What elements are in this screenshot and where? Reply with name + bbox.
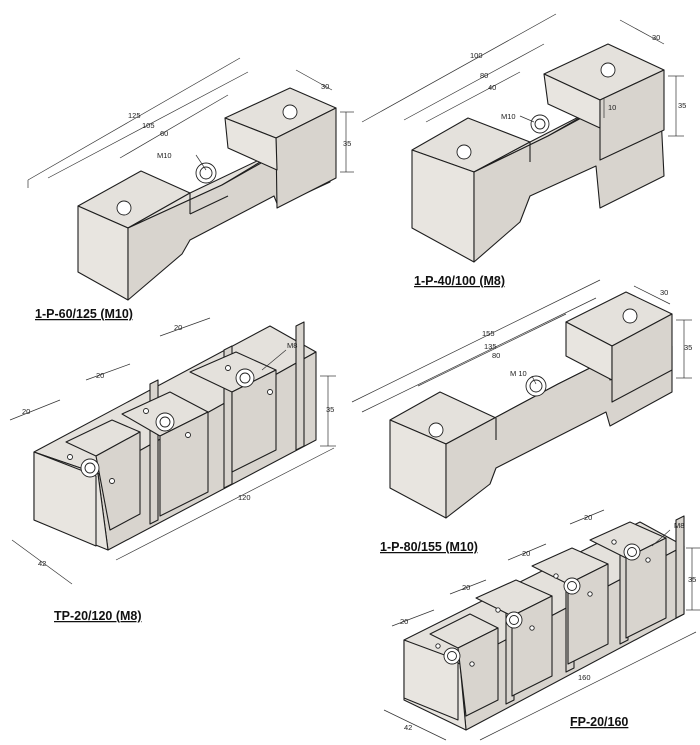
- p60-height-label: 35: [343, 139, 351, 148]
- p60-length-label: 125: [128, 111, 141, 120]
- p40-width-label: 30: [652, 33, 660, 42]
- tp-length-label: 120: [238, 493, 251, 502]
- part-1-p-60-125: 125 105 60 30 35 M10: [27, 57, 354, 301]
- p80-slot-label: 80: [492, 351, 500, 360]
- p80-inner-label: 135: [484, 342, 497, 351]
- tp-thread-label: M8: [287, 341, 297, 350]
- p80-width-label: 30: [660, 288, 668, 297]
- title-fp-20-160: FP-20/160: [570, 715, 628, 729]
- p40-thread-label: M10: [501, 112, 516, 121]
- title-tp-20-120: TP-20/120 (M8): [54, 609, 142, 623]
- part-fp-20-160: 20 20 20 20 42 160 35 M8: [383, 509, 700, 741]
- title-1-p-80-155: 1-P-80/155 (M10): [380, 540, 478, 554]
- p40-length-label: 100: [470, 51, 483, 60]
- p60-slot-label: 60: [160, 129, 168, 138]
- fp-pitch-c-label: 20: [522, 549, 530, 558]
- fp-pitch-d-label: 20: [584, 513, 592, 522]
- p60-thread-label: M10: [157, 151, 172, 160]
- part-1-p-80-155: 155 135 80 30 35 M 10: [351, 279, 692, 519]
- tp-pitch-c-label: 20: [174, 323, 182, 332]
- title-1-p-40-100: 1-P-40/100 (M8): [414, 274, 505, 288]
- part-1-p-40-100: 100 80 40 30 35 10 M10: [361, 13, 686, 263]
- part-tp-20-120: 20 20 20 42 120 35 M8: [9, 317, 336, 585]
- p80-length-label: 155: [482, 329, 495, 338]
- p40-depth-label: 10: [608, 103, 616, 112]
- fp-thread-label: M8: [674, 521, 684, 530]
- p60-width-label: 30: [321, 82, 329, 91]
- fp-pitch-a-label: 20: [400, 617, 408, 626]
- p40-slot-label: 40: [488, 83, 496, 92]
- fp-height-label: 35: [688, 575, 696, 584]
- tp-width-label: 42: [38, 559, 46, 568]
- fp-pitch-b-label: 20: [462, 583, 470, 592]
- fp-width-label: 42: [404, 723, 412, 732]
- p40-inner-label: 80: [480, 71, 488, 80]
- tp-pitch-b-label: 20: [96, 371, 104, 380]
- p60-inner-label: 105: [142, 121, 155, 130]
- p40-height-label: 35: [678, 101, 686, 110]
- tp-pitch-a-label: 20: [22, 407, 30, 416]
- title-1-p-60-125: 1-P-60/125 (M10): [35, 307, 133, 321]
- p80-height-label: 35: [684, 343, 692, 352]
- fp-length-label: 160: [578, 673, 591, 682]
- tp-height-label: 35: [326, 405, 334, 414]
- p80-thread-label: M 10: [510, 369, 527, 378]
